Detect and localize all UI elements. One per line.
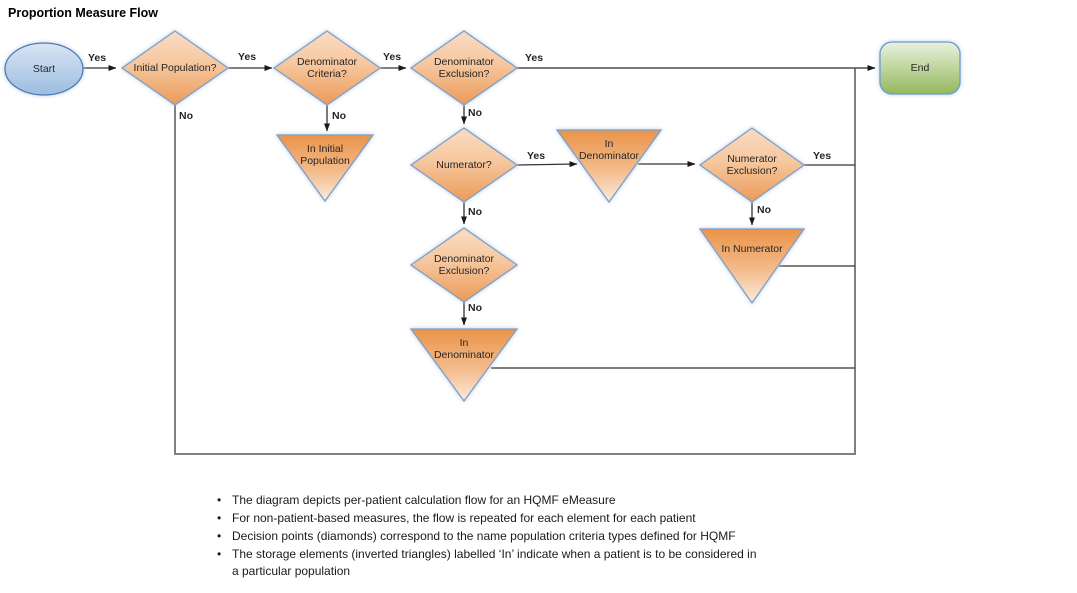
in-denominator2-triangle [409, 328, 519, 403]
numerator-exclusion-diamond [698, 127, 806, 203]
denominator-exclusion2-diamond [409, 227, 519, 303]
note-item: The diagram depicts per-patient calculat… [215, 492, 760, 509]
note-item: The storage elements (inverted triangles… [215, 546, 760, 580]
in-numerator-triangle [698, 228, 806, 305]
page-title: Proportion Measure Flow [8, 6, 159, 20]
denominator-criteria-diamond [272, 30, 382, 106]
end-node-shape [879, 41, 961, 95]
in-denominator-triangle [555, 129, 663, 204]
note-item: For non-patient-based measures, the flow… [215, 510, 760, 527]
loop-connector [174, 68, 856, 455]
in-initial-population-triangle [275, 134, 375, 203]
connector-lines [83, 65, 876, 455]
edge-num-yes [516, 161, 578, 168]
denominator-exclusion-diamond [409, 30, 519, 106]
flowchart-graphic [4, 30, 961, 455]
note-item: Decision points (diamonds) correspond to… [215, 528, 760, 545]
notes-list: The diagram depicts per-patient calculat… [215, 492, 760, 581]
initial-population-diamond [120, 30, 230, 106]
start-node-shape [4, 42, 84, 96]
numerator-diamond [409, 127, 519, 203]
